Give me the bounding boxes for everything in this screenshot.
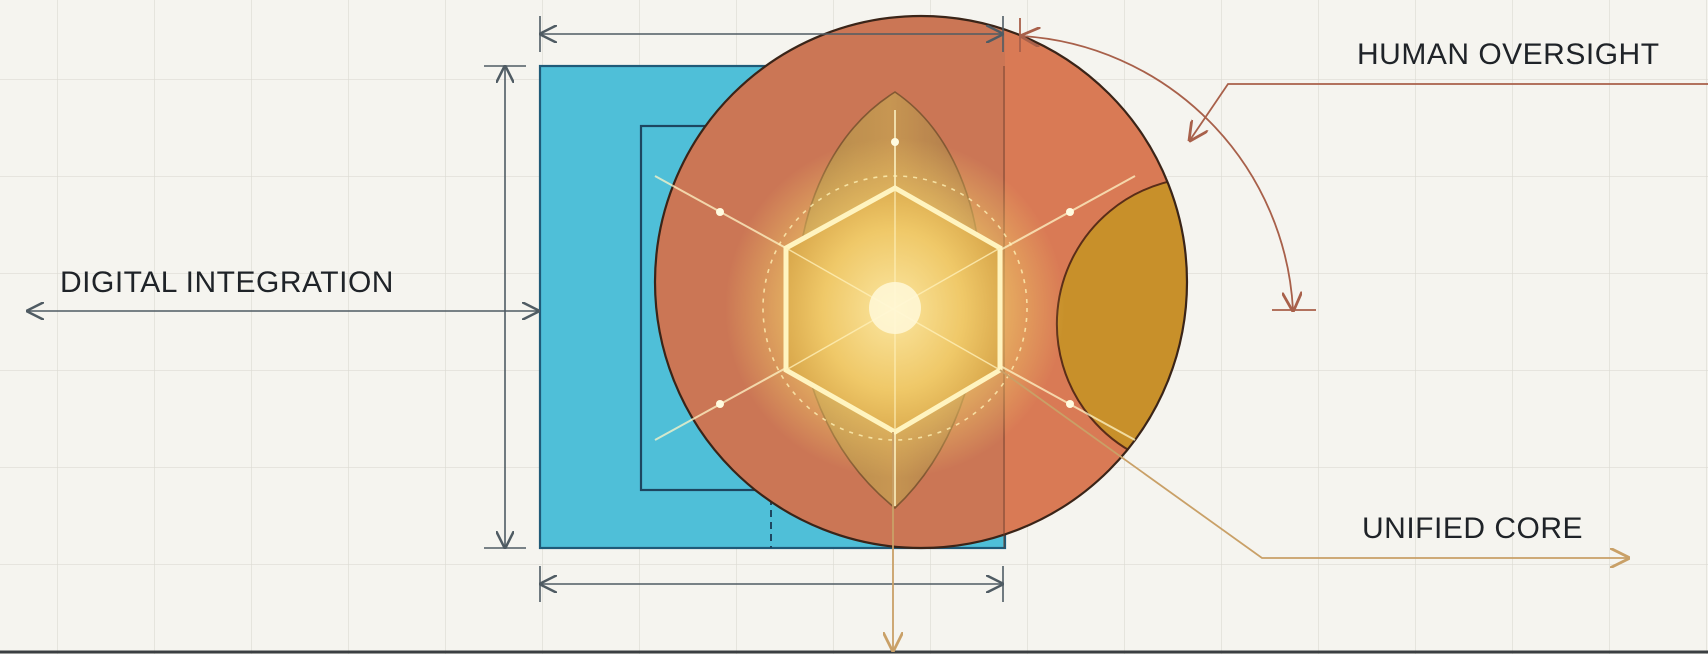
human-oversight-label: HUMAN OVERSIGHT — [1357, 38, 1660, 71]
core-center — [869, 282, 921, 334]
unified-core-label: UNIFIED CORE — [1362, 512, 1583, 545]
digital-integration-label: DIGITAL INTEGRATION — [60, 266, 394, 299]
